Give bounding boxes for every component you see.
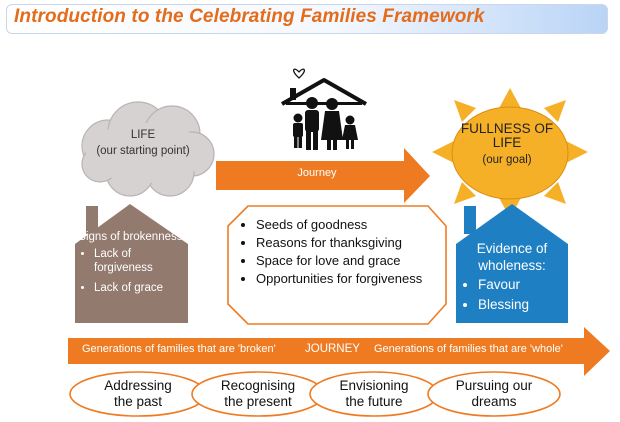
journey-label: Journey: [297, 167, 337, 179]
wholeness-heading: Evidence of wholeness:: [476, 241, 548, 273]
wholeness-house-label: Evidence of wholeness: Favour Blessing: [460, 240, 564, 316]
center-list-item: Seeds of goodness: [256, 217, 440, 233]
life-title: LIFE: [130, 129, 156, 141]
sun-icon: [432, 88, 588, 218]
stage-present: Recognising the present: [204, 378, 312, 410]
wholeness-list: Favour Blessing: [460, 276, 564, 313]
stage-ovals: [69, 371, 561, 417]
stage-future: Envisioning the future: [320, 378, 428, 410]
wholeness-item: Favour: [478, 276, 564, 293]
center-list-item: Space for love and grace: [256, 253, 440, 269]
fullness-subtitle: (our goal): [482, 154, 532, 166]
center-octagon: [227, 205, 447, 325]
fullness-title: FULLNESS OF LIFE: [460, 121, 554, 150]
stage-past-line1: Addressing: [104, 378, 172, 393]
brokenness-house-shape: [75, 204, 188, 323]
wholeness-house-shape: [456, 204, 568, 323]
center-list-item: Reasons for thanksgiving: [256, 235, 440, 251]
stage-present-line1: Recognising: [220, 378, 296, 393]
journey-arrow: [216, 148, 430, 203]
fullness-sun-label: FULLNESS OF LIFE (our goal): [452, 122, 562, 167]
brokenness-item: Lack of grace: [94, 281, 186, 296]
stage-dreams: Pursuing our dreams: [440, 378, 548, 410]
generations-whole-label: Generations of families that are 'whole': [374, 343, 563, 355]
wholeness-house-chimney: [464, 206, 476, 234]
family-home-icon: [281, 68, 367, 150]
brokenness-house-label: Signs of brokenness: Lack of forgiveness…: [78, 230, 186, 300]
life-cloud-label: LIFE (our starting point): [88, 128, 198, 158]
generations-arrow: [68, 327, 610, 376]
stage-past: Addressing the past: [84, 378, 192, 410]
stage-dreams-line2: dreams: [471, 394, 517, 409]
stage-present-line2: the present: [224, 394, 292, 409]
generations-broken-label: Generations of families that are 'broken…: [82, 343, 276, 355]
center-list-item: Opportunities for forgiveness: [256, 271, 440, 287]
stage-future-line1: Envisioning: [339, 378, 409, 393]
generations-journey-label: JOURNEY: [305, 343, 360, 355]
brokenness-house-chimney: [86, 206, 98, 234]
stage-past-line2: the past: [113, 394, 163, 409]
stage-future-line2: the future: [345, 394, 403, 409]
title-banner: [6, 4, 608, 34]
brokenness-heading: Signs of brokenness:: [78, 231, 186, 243]
page-title: Introduction to the Celebrating Families…: [14, 6, 485, 27]
stage-oval-dreams: [427, 371, 561, 417]
brokenness-item: Lack of forgiveness: [94, 247, 186, 276]
stage-dreams-line1: Pursuing our: [455, 378, 533, 393]
cloud-core: [86, 123, 206, 183]
center-list: Seeds of goodness Reasons for thanksgivi…: [240, 217, 440, 289]
life-subtitle: (our starting point): [96, 145, 190, 157]
wholeness-item: Blessing: [478, 296, 564, 313]
brokenness-list: Lack of forgiveness Lack of grace: [78, 247, 186, 296]
